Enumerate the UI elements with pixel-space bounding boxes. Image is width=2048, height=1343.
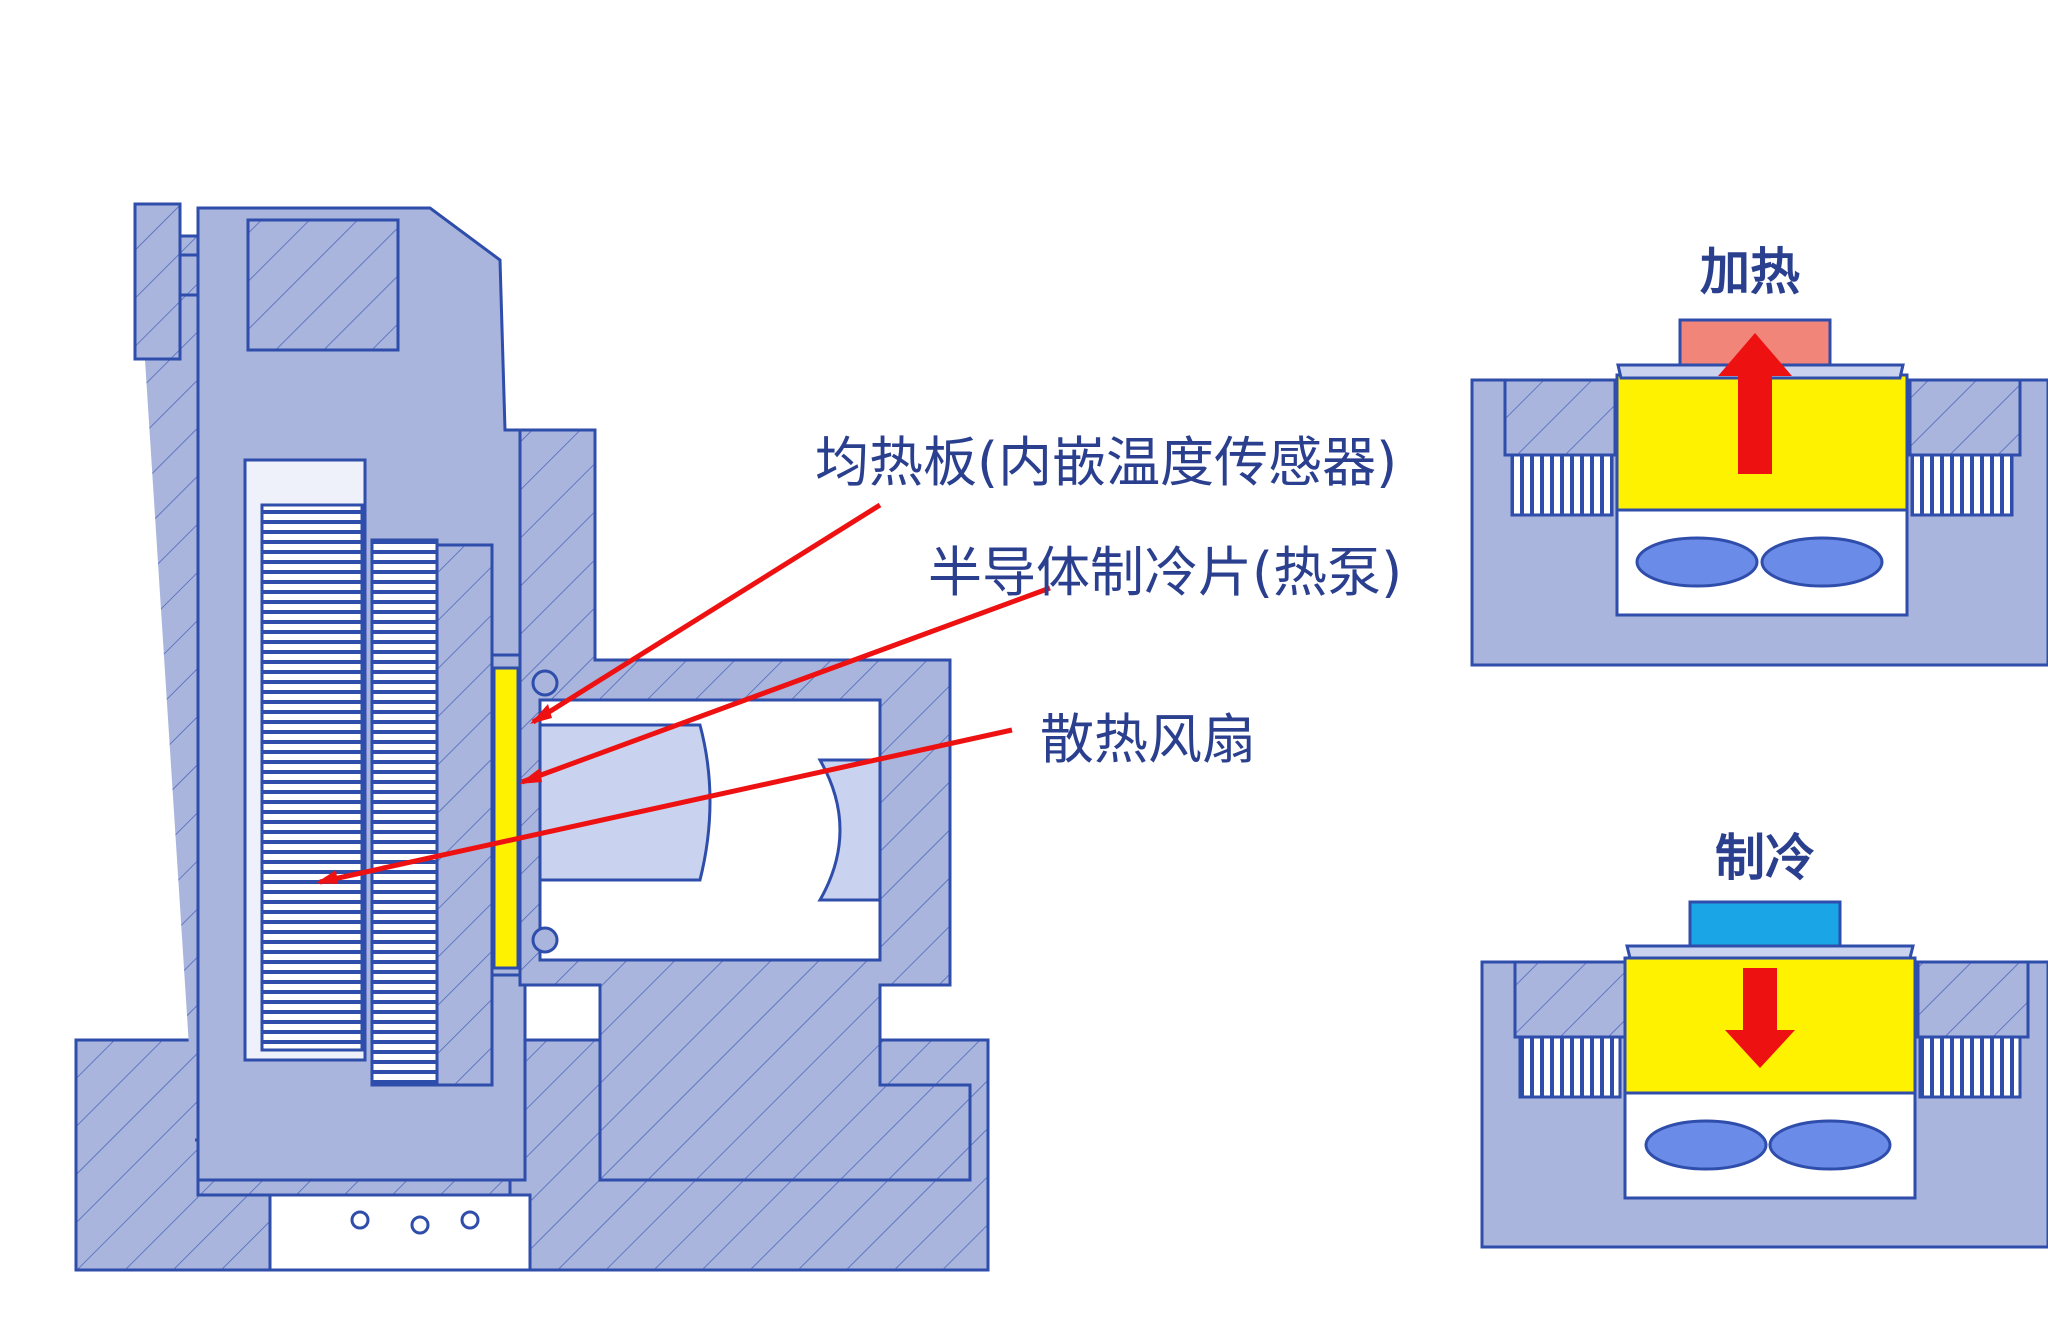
vapor-plate <box>1625 944 1915 960</box>
label-cooling: 制冷 <box>1715 829 1815 887</box>
callout-lines <box>319 502 1051 885</box>
label-tec: 半导体制冷片(热泵) <box>928 541 1403 604</box>
module-right-block <box>1916 960 2030 1039</box>
top-block <box>246 218 400 352</box>
module-right-block <box>1908 378 2022 457</box>
cool-arrow-head <box>1725 1030 1795 1068</box>
shaft <box>538 723 712 882</box>
cool-arrow <box>1725 968 1795 1068</box>
cool-arrow-shaft <box>1743 968 1777 1038</box>
module-left-fins <box>1518 1035 1622 1099</box>
fastener <box>350 1210 370 1230</box>
label-heating: 加热 <box>1700 243 1800 301</box>
module-right-fins <box>1910 453 2014 517</box>
callout-arrowheads <box>316 704 552 884</box>
shaft-end <box>817 758 882 902</box>
fastener <box>460 1210 480 1230</box>
o-ring-top <box>531 669 559 697</box>
arrowhead <box>519 768 542 784</box>
module-left-block <box>1503 378 1617 457</box>
cool-pad <box>1688 900 1842 948</box>
heat-arrow-shaft <box>1738 372 1772 474</box>
fan-blade-left <box>1635 536 1759 588</box>
fan-blade-right <box>1760 536 1884 588</box>
main-cross-section <box>74 202 990 1272</box>
arrowhead <box>316 870 338 884</box>
fastener <box>410 1215 430 1235</box>
callout-line-fan <box>319 727 1013 885</box>
tec-chip <box>492 666 520 970</box>
label-fan: 散热风扇 <box>1040 708 1256 771</box>
cooling-module <box>1480 900 2048 1249</box>
heat-arrow <box>1718 333 1792 474</box>
arrowhead <box>530 704 552 724</box>
heat-sink-base <box>435 543 494 1087</box>
label-vapor-chamber: 均热板(内嵌温度传感器) <box>815 431 1398 494</box>
callout-line-vapor-chamber <box>531 502 882 725</box>
heat-arrow-head <box>1718 333 1792 376</box>
heat-sink-fins <box>370 538 439 1087</box>
fan-blade-right <box>1768 1119 1892 1171</box>
base-slot <box>268 1193 532 1272</box>
top-left-lug <box>133 202 182 361</box>
o-ring-bottom <box>531 926 559 954</box>
module-left-fins <box>1510 453 1614 517</box>
fan-blade-left <box>1644 1119 1768 1171</box>
callout-line-tec <box>521 585 1051 785</box>
module-left-block <box>1513 960 1627 1039</box>
module-right-fins <box>1918 1035 2022 1099</box>
fan-rotor <box>260 503 364 1052</box>
